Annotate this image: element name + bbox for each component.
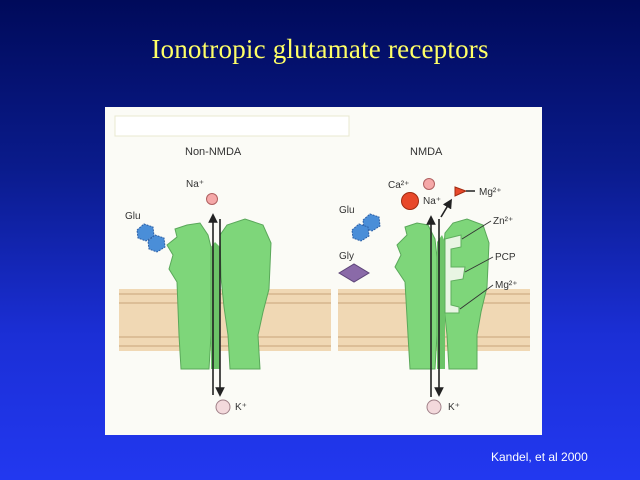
figure-panel: Non-NMDA Na⁺ K⁺ Glu NMDA — [105, 107, 542, 435]
caption-box — [114, 115, 350, 137]
zn-leader-line — [461, 220, 492, 240]
nmda-k-ion-label: K⁺ — [448, 402, 460, 413]
citation: Kandel, et al 2000 — [491, 450, 588, 464]
mg-inner-leader-line — [459, 284, 494, 310]
zn-label: Zn²⁺ — [493, 216, 513, 227]
nmda-glu-ligand-icon — [351, 213, 381, 242]
nmda-receptor — [394, 218, 490, 370]
nmda-na-ion-label: Na⁺ — [423, 196, 441, 207]
mg-block-icon — [454, 186, 475, 197]
gly-label: Gly — [339, 251, 354, 262]
receptor-diagram: Non-NMDA Na⁺ K⁺ Glu NMDA — [114, 115, 530, 415]
pcp-label: PCP — [495, 252, 516, 263]
glu-ligand-icon — [136, 223, 166, 253]
non-nmda-heading: Non-NMDA — [185, 146, 242, 158]
mg-top-label: Mg²⁺ — [479, 187, 502, 198]
nmda-ca-arrow — [440, 198, 452, 218]
non-nmda-receptor — [166, 218, 272, 370]
k-ion-icon — [215, 399, 231, 415]
k-ion-label: K⁺ — [235, 402, 247, 413]
ca-ion-label: Ca²⁺ — [388, 180, 409, 191]
nmda-k-ion-icon — [426, 399, 442, 415]
mg-inner-label: Mg²⁺ — [495, 280, 518, 291]
nmda-na-ion-icon — [423, 178, 435, 190]
na-ion-label: Na⁺ — [186, 179, 204, 190]
gly-ligand-icon — [338, 263, 370, 283]
slide-title: Ionotropic glutamate receptors — [151, 34, 489, 64]
pcp-leader-line — [464, 256, 494, 273]
nmda-heading: NMDA — [410, 146, 443, 158]
glu-label: Glu — [125, 211, 141, 222]
nmda-glu-label: Glu — [339, 205, 355, 216]
na-ion-icon — [206, 193, 218, 205]
ca-ion-icon — [401, 192, 419, 210]
